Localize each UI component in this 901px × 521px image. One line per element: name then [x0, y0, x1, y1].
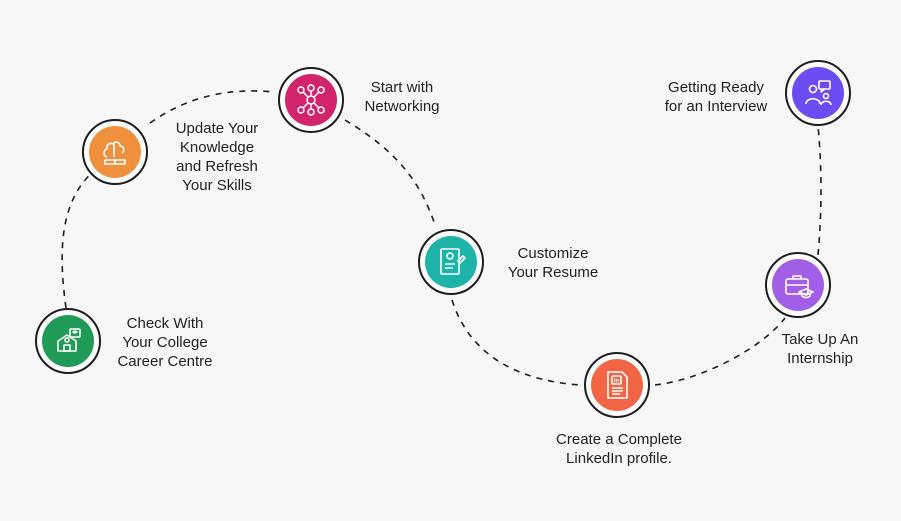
step-label-check-college: Check With Your College Career Centre [117, 315, 213, 370]
step-label-networking: Start with Networking [364, 79, 440, 115]
step-label-internship: Take Up An Internship [781, 331, 859, 367]
svg-text:in: in [614, 379, 620, 385]
step-label-linkedin: Create a Complete LinkedIn profile. [556, 431, 682, 467]
step-node-internship [765, 252, 831, 318]
step-node-resume [418, 229, 484, 295]
step-circle-resume [425, 236, 477, 288]
step-label-update-skills: Update Your Knowledge and Refresh Your S… [175, 120, 259, 194]
step-node-networking [278, 67, 344, 133]
step-node-check-college [35, 308, 101, 374]
step-node-update-skills [82, 119, 148, 185]
step-circle-check-college [42, 315, 94, 367]
step-node-interview [785, 60, 851, 126]
brain-book-icon [103, 141, 126, 165]
step-circle-linkedin: in [591, 359, 643, 411]
interview-icon [805, 80, 832, 106]
step-circle-interview [792, 67, 844, 119]
step-label-resume: Customize Your Resume [507, 245, 599, 281]
linkedin-doc-icon: in [607, 371, 628, 399]
step-circle-networking [285, 74, 337, 126]
step-circle-update-skills [89, 126, 141, 178]
school-icon [57, 328, 81, 352]
step-node-linkedin: in [584, 352, 650, 418]
resume-icon [440, 248, 466, 275]
step-circle-internship [772, 259, 824, 311]
briefcase-cap-icon [785, 275, 814, 299]
network-icon [297, 84, 325, 116]
step-label-interview: Getting Ready for an Interview [664, 79, 768, 115]
